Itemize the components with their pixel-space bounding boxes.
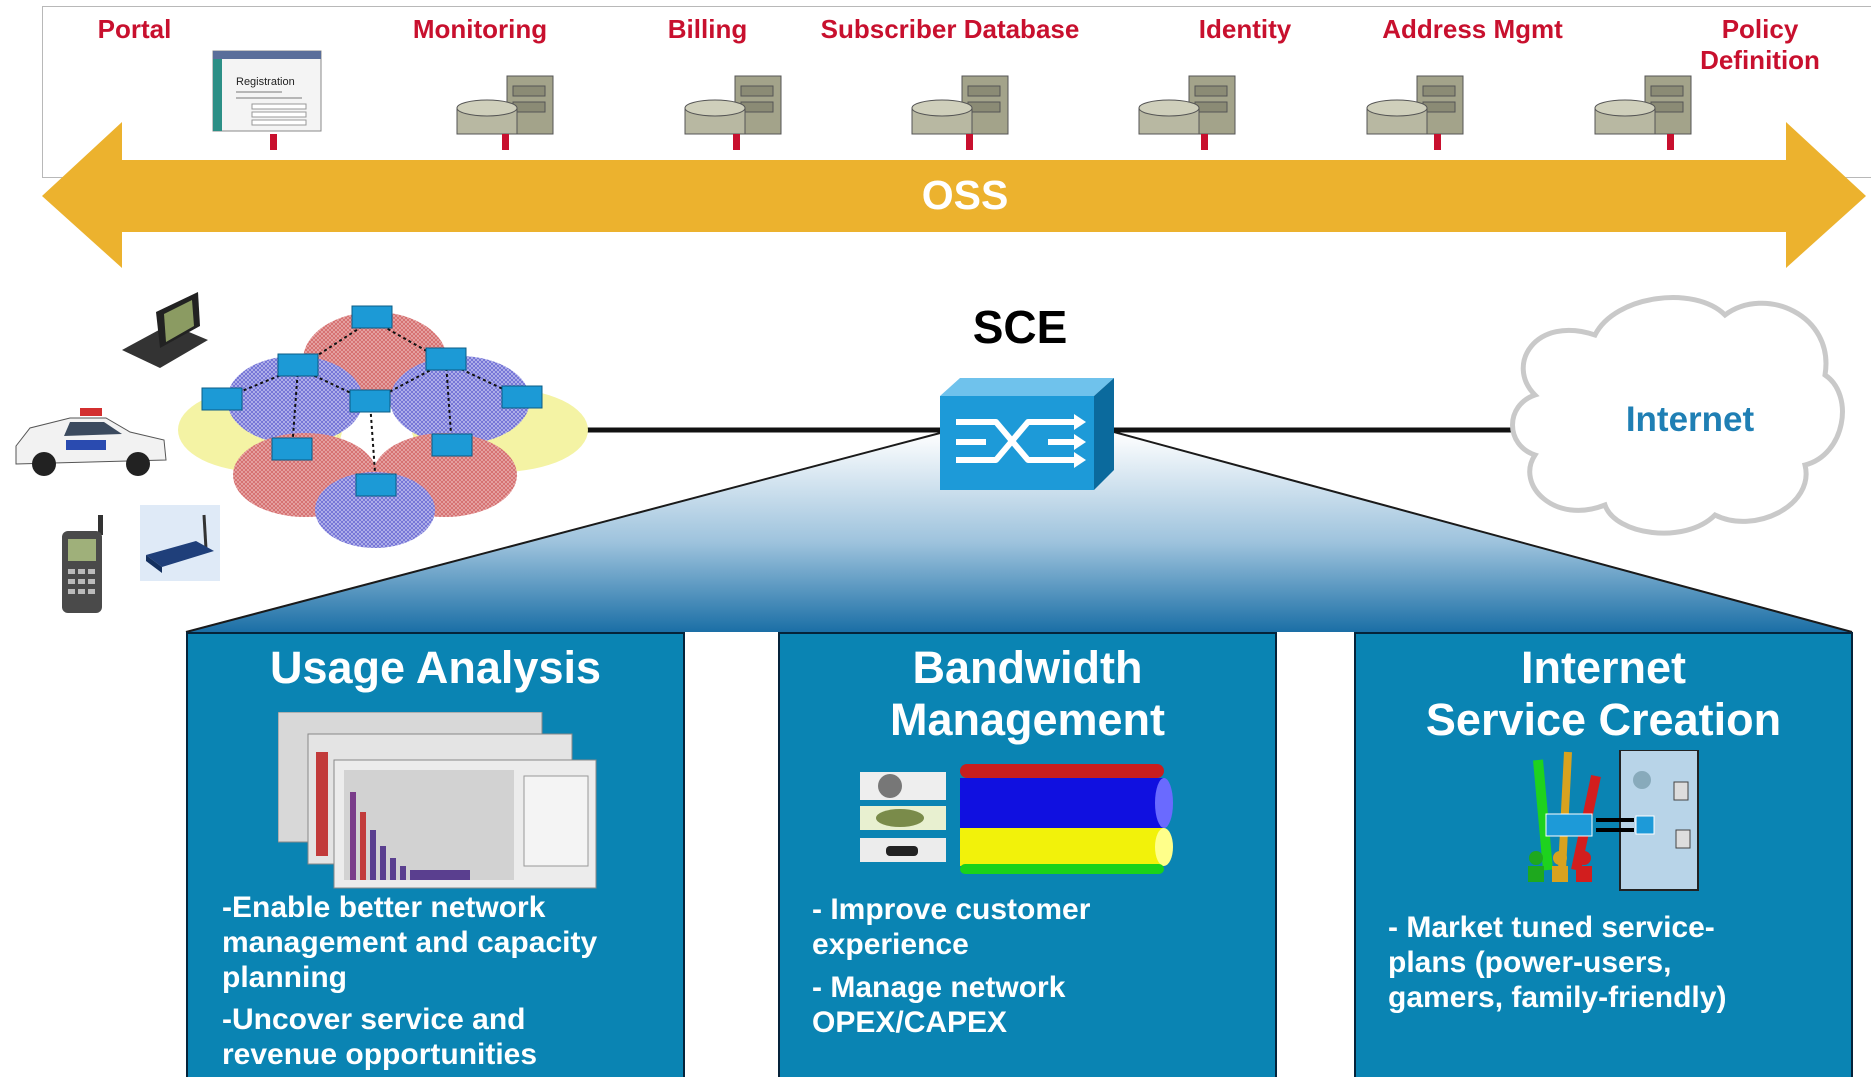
billing-label: Billing: [667, 14, 748, 44]
sce-funnel: [185, 431, 1853, 633]
portal-screen-title: Registration: [236, 76, 295, 88]
monitoring-connector: [502, 134, 509, 150]
bandwidth-management-bullet-2: - Manage network OPEX/CAPEX: [812, 971, 1066, 1039]
policy-definition-server-icon: [1594, 75, 1692, 135]
portal-connector: [270, 134, 277, 150]
policy-definition-label: Policy Definition: [1700, 14, 1820, 75]
mobile-phone-icon: [62, 515, 103, 613]
portal-label: Portal: [97, 14, 172, 44]
sce-label: SCE: [972, 301, 1068, 353]
bandwidth-management-title: Bandwidth Management: [889, 642, 1166, 745]
monitoring-server-icon: [456, 75, 554, 135]
internet-label: Internet: [1625, 400, 1755, 439]
internet-service-creation-bullet-1: - Market tuned service- plans (power-use…: [1388, 911, 1727, 1014]
sce-device-icon: [940, 378, 1114, 490]
laptop-icon: [122, 292, 208, 368]
address-mgmt-connector: [1434, 134, 1441, 150]
portal-screen-icon: Registration: [212, 50, 322, 132]
access-network-cluster: [178, 305, 588, 548]
oss-arrow: [42, 122, 1866, 268]
identity-label: Identity: [1198, 14, 1292, 44]
police-car-icon: [15, 408, 167, 476]
billing-connector: [733, 134, 740, 150]
identity-server-icon: [1138, 75, 1236, 135]
bandwidth-management-bullet-1: - Improve customer experience: [812, 893, 1091, 961]
bandwidth-pipes-icon: [860, 764, 1173, 874]
policy-definition-connector: [1667, 134, 1674, 150]
identity-connector: [1201, 134, 1208, 150]
usage-analysis-title: Usage Analysis: [270, 642, 601, 693]
usage-analysis-panel: Usage Analysis -Enable better network ma…: [186, 632, 685, 1077]
subscriber-database-label: Subscriber Database: [820, 14, 1080, 44]
usage-reports-icon: [278, 712, 597, 889]
internet-service-creation-title: Internet Service Creation: [1425, 642, 1782, 745]
address-mgmt-label: Address Mgmt: [1382, 14, 1563, 44]
internet-service-creation-panel: Internet Service Creation - Market tuned…: [1354, 632, 1853, 1077]
internet-cloud-icon: [1510, 295, 1845, 536]
service-creation-icon: [1528, 750, 1699, 891]
usage-analysis-bullet-1: -Enable better network management and ca…: [222, 891, 598, 994]
bandwidth-management-panel: Bandwidth Management - Improve customer …: [778, 632, 1277, 1077]
subscriber-database-server-icon: [911, 75, 1009, 135]
billing-server-icon: [684, 75, 782, 135]
address-mgmt-server-icon: [1366, 75, 1464, 135]
monitoring-label: Monitoring: [412, 14, 548, 44]
wireless-router-icon: [140, 505, 220, 581]
subscriber-database-connector: [966, 134, 973, 150]
usage-analysis-bullet-2: -Uncover service and revenue opportuniti…: [222, 1003, 538, 1071]
oss-label: OSS: [921, 172, 1009, 218]
